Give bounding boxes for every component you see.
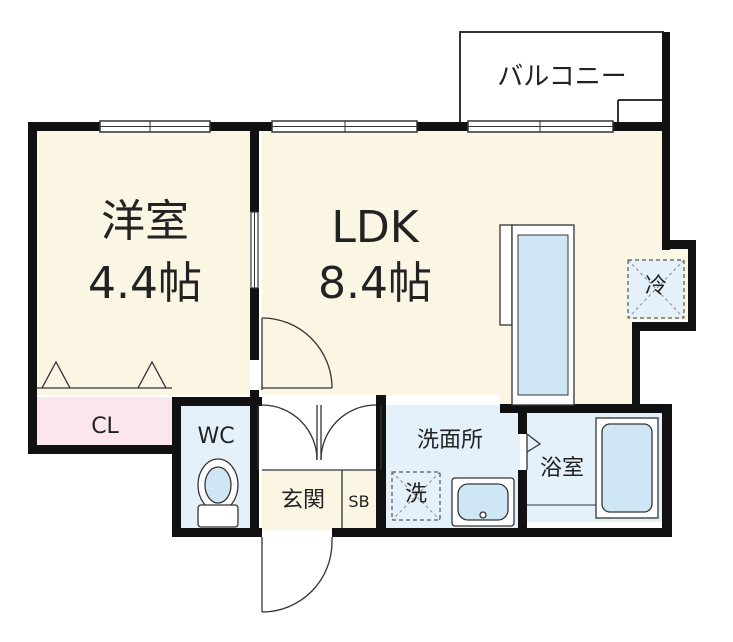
western-room-floor	[36, 130, 250, 395]
kitchen-counter	[499, 224, 575, 406]
ldk-size: 8.4帖	[318, 258, 432, 309]
closet-doors	[36, 360, 172, 389]
bathroom-label: 浴室	[539, 456, 584, 481]
balcony-outline	[459, 31, 664, 124]
doors	[257, 317, 542, 613]
ldk-name: LDK	[331, 202, 419, 253]
ldk-floor	[262, 130, 688, 405]
western-room-name: 洋室	[101, 196, 189, 247]
toilet-fixture	[197, 458, 239, 528]
entrance-step	[262, 470, 380, 530]
bathtub	[527, 417, 659, 519]
washer-space	[391, 471, 441, 521]
closet-floor	[36, 397, 172, 445]
closet-label: CL	[91, 414, 119, 439]
washer-label: 洗	[404, 482, 427, 507]
toilet-label: WC	[197, 424, 235, 449]
washroom-label: 洗面所	[416, 428, 483, 453]
windows	[99, 120, 614, 289]
fridge-label: 冷	[644, 274, 667, 299]
entrance-label: 玄関	[280, 488, 325, 513]
western-room-size: 4.4帖	[88, 258, 202, 309]
fridge-space	[627, 259, 685, 319]
wash-basin	[451, 477, 515, 527]
shoe-box-label: SB	[348, 492, 370, 511]
balcony-label: バルコニー	[497, 62, 627, 92]
